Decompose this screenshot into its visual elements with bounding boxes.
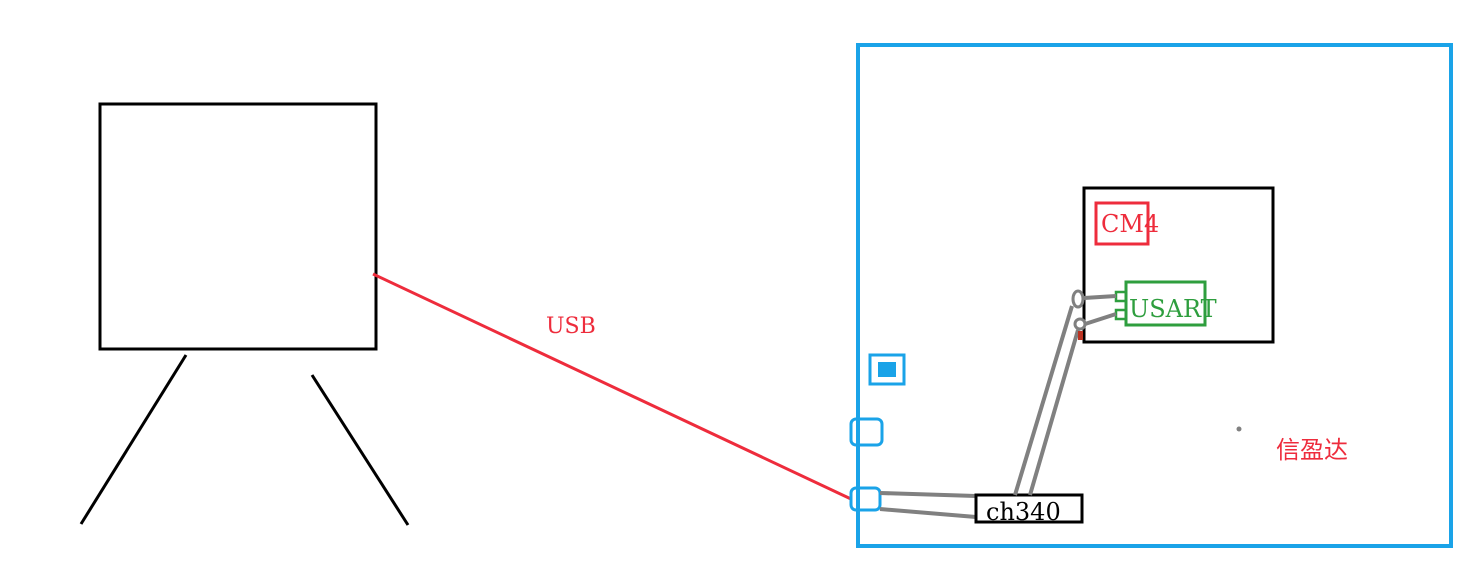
- wire-usb-to-ch340-lower: [879, 507, 977, 519]
- board-power-indicator: [868, 353, 906, 386]
- dev-board: [856, 43, 1453, 548]
- usb-port: [849, 486, 882, 512]
- pc-monitor: [98, 102, 378, 351]
- usart-connector-lower: [1073, 317, 1087, 331]
- usart-label: USART: [1129, 295, 1217, 323]
- monitor-stand-left-leg: [79, 354, 188, 525]
- wire-to-usart-rx: [1084, 312, 1117, 326]
- usart-connector-upper: [1071, 289, 1085, 309]
- cm4-label: CM4: [1101, 210, 1159, 238]
- ch340-label: ch340: [986, 498, 1061, 526]
- usb-label: USB: [546, 314, 596, 339]
- stray-dot: [1236, 426, 1242, 432]
- wire-ch340-to-cm4-right: [1028, 329, 1080, 496]
- cursor-marker: [1078, 331, 1083, 340]
- vendor-label: 信盈达: [1276, 436, 1348, 464]
- usart-box: [1124, 280, 1207, 327]
- wire-ch340-to-cm4-left: [1013, 305, 1074, 496]
- board-power-indicator-fill: [878, 362, 896, 377]
- cm4-label-box: [1094, 201, 1150, 246]
- usb-cable: [372, 272, 852, 501]
- wire-to-usart-tx: [1083, 294, 1117, 300]
- ch340-chip: [974, 493, 1084, 524]
- board-port-upper: [849, 417, 884, 447]
- wire-usb-to-ch340-upper: [879, 491, 977, 498]
- monitor-stand-right-leg: [310, 374, 410, 526]
- cm4-module: [1082, 186, 1275, 344]
